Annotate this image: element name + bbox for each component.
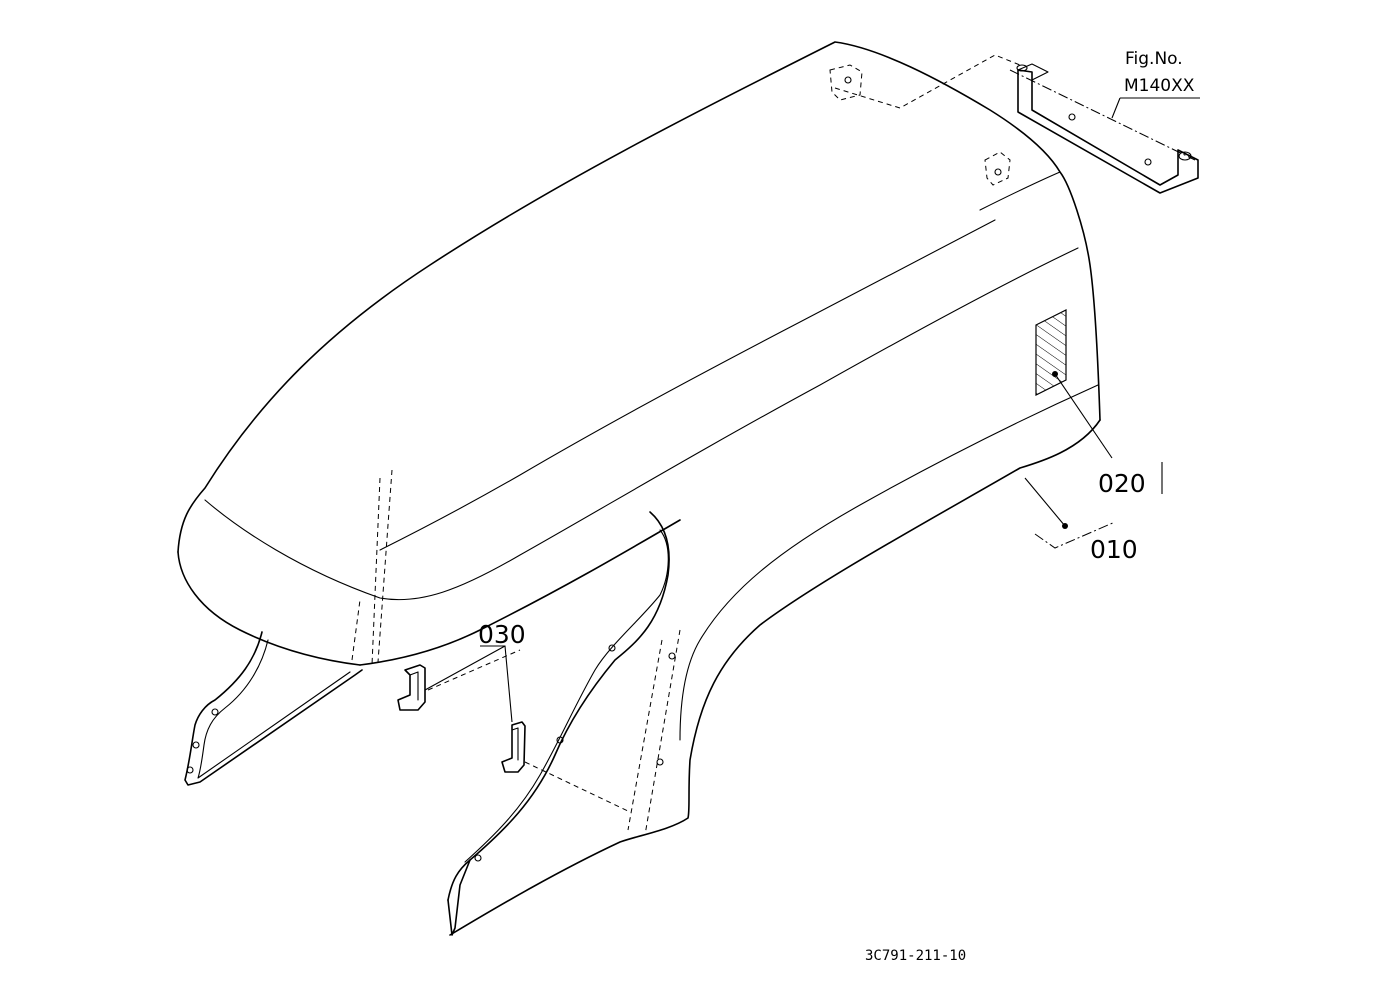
hidden-line <box>351 599 361 661</box>
callout-020: 020 <box>1098 462 1163 498</box>
fig-ref-leader <box>1111 97 1200 119</box>
left-panel-hole <box>211 708 219 716</box>
side-panel-hole <box>556 736 564 744</box>
callout-label-010: 010 <box>1090 535 1138 564</box>
left-panel-hole <box>186 766 194 774</box>
front-left-panel <box>184 631 363 786</box>
hood-front-band <box>204 247 1079 601</box>
side-panel-hole <box>668 652 676 660</box>
side-panel-hole <box>608 644 616 652</box>
callout-bracket-010 <box>1034 521 1116 549</box>
fig-ref-line1: Fig.No. <box>1125 49 1183 69</box>
side-panel-arch <box>447 511 670 901</box>
decal-part-020 <box>1035 309 1113 459</box>
hood-side-crease <box>979 171 1061 211</box>
bracket-hole <box>1144 158 1152 166</box>
clip-2 <box>501 721 526 773</box>
side-panel-arch-inner <box>464 529 669 863</box>
hidden-lines <box>351 54 1021 836</box>
side-panel-lower <box>447 859 471 936</box>
decal-leader <box>1054 373 1113 459</box>
fig-ref-line2: M140XX <box>1124 76 1195 96</box>
callout-010: 010 <box>1024 477 1138 564</box>
side-panel-hole <box>656 758 664 766</box>
hood-hinge-marks <box>829 64 1011 186</box>
hidden-line <box>524 761 631 813</box>
hidden-line <box>644 629 681 836</box>
hood-front-bottom <box>359 519 681 666</box>
hood-body <box>177 41 1101 936</box>
hidden-line <box>627 639 663 831</box>
hinge-bolt <box>844 76 852 84</box>
hidden-line <box>377 469 393 663</box>
side-panel-hole <box>474 854 482 862</box>
hidden-line <box>371 477 381 666</box>
hood-upper-crease <box>379 219 996 551</box>
hood-lower-crease <box>679 384 1099 741</box>
callout-label-020: 020 <box>1098 469 1146 498</box>
bracket-centerline <box>1009 69 1196 161</box>
decal-hatched-area <box>1035 309 1067 396</box>
bracket-body <box>1017 69 1199 194</box>
hinge-bolt <box>994 168 1002 176</box>
clip-2-edge <box>511 727 519 761</box>
left-panel-hole <box>192 741 200 749</box>
hood-right-edge <box>449 419 1101 936</box>
clip-leader-1 <box>424 645 506 691</box>
hood-leader <box>1024 477 1066 527</box>
hidden-line <box>427 649 521 691</box>
fig-reference: Fig.No. M140XX <box>1111 49 1200 119</box>
bracket-pin <box>1178 151 1192 161</box>
hidden-line <box>834 54 1021 109</box>
hinge-mark-left <box>829 64 863 101</box>
clip-parts-030: 030 <box>397 620 526 773</box>
bracket-pin <box>1016 64 1028 72</box>
front-left-panel-inner <box>197 639 351 779</box>
callout-label-030: 030 <box>478 620 526 649</box>
drawing-code: 3C791-211-10 <box>865 948 966 964</box>
hinge-mark-right <box>984 151 1011 186</box>
bracket-tab <box>1017 63 1049 81</box>
bracket-hole <box>1068 113 1076 121</box>
clip-1-edge <box>409 671 419 701</box>
hood-front-shell <box>177 551 361 666</box>
hinge-bracket-part <box>1009 63 1199 194</box>
clip-1 <box>397 664 426 711</box>
bracket-edge <box>1031 109 1161 186</box>
hood-top-edge <box>177 41 1101 553</box>
